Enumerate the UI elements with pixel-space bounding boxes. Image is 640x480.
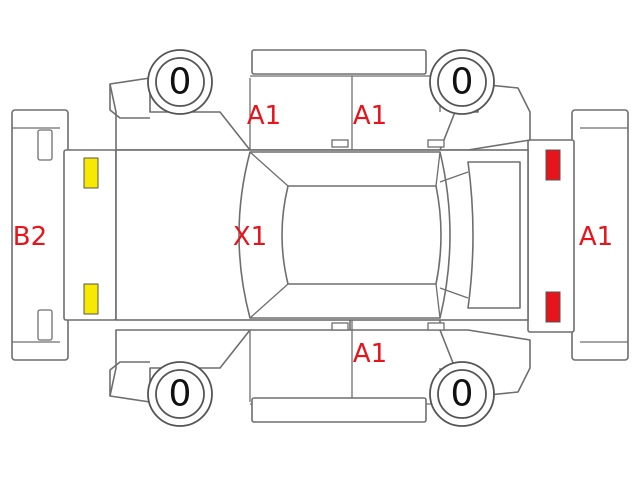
tire-rear-right: 0 — [429, 361, 495, 427]
tire-front-right-value: 0 — [451, 62, 474, 103]
label-roof: X1 — [233, 222, 267, 252]
rear-lamps — [83, 157, 99, 315]
tire-rear-left-value: 0 — [169, 374, 192, 415]
label-front-bumper: A1 — [579, 222, 613, 252]
front-lamps — [545, 149, 561, 323]
roof-strip-top — [251, 49, 427, 75]
roof-strip-bottom — [251, 397, 427, 423]
tire-rear-right-value: 0 — [451, 374, 474, 415]
rear-lamp-top — [83, 157, 99, 189]
tire-front-left: 0 — [147, 49, 213, 115]
rear-lamp-bottom — [83, 283, 99, 315]
label-lower-front-door: A1 — [353, 339, 387, 369]
tire-rear-left: 0 — [147, 361, 213, 427]
top-view-body — [115, 149, 529, 321]
label-upper-rear-door: A1 — [247, 101, 281, 131]
tire-front-left-value: 0 — [169, 62, 192, 103]
lower-side-body — [109, 291, 531, 405]
front-lamp-bottom — [545, 291, 561, 323]
label-upper-front-door: A1 — [353, 101, 387, 131]
label-rear-bumper: B2 — [13, 222, 47, 252]
front-lamp-top — [545, 149, 561, 181]
tire-front-right: 0 — [429, 49, 495, 115]
